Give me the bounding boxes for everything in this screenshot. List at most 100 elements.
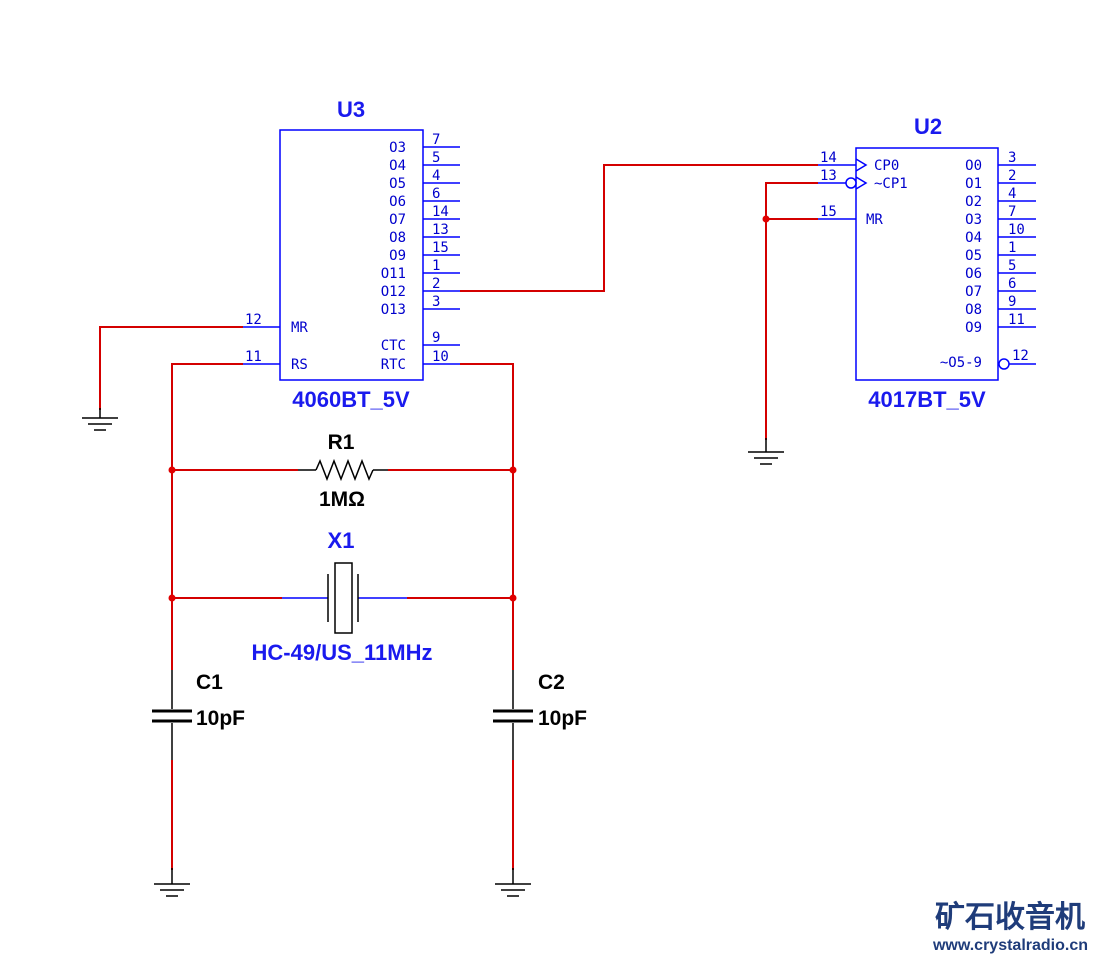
u3-pin-name: O13 <box>381 302 406 318</box>
u2-pin-number: 6 <box>1008 276 1016 292</box>
u3-body <box>279 129 424 381</box>
u2-pin-name: O9 <box>965 320 982 336</box>
u2-pin-name: O7 <box>965 284 982 300</box>
u2-pin-name: O8 <box>965 302 982 318</box>
u2-pin-name: O3 <box>965 212 982 228</box>
u2-pin-number: 2 <box>1008 168 1016 184</box>
u3-pin-number: 5 <box>432 150 440 166</box>
u3-ref-label: U3 <box>337 97 365 122</box>
u2-pin-number: 13 <box>820 168 837 184</box>
c1-value-label: 10pF <box>196 707 245 730</box>
junction-dot <box>509 466 517 474</box>
u2-part-label: 4017BT_5V <box>868 387 986 412</box>
c1-ref-label: C1 <box>196 671 223 694</box>
u2-chip[interactable]: U2 CP0 ~CP1 MR O0 O1 O2 <box>818 114 1036 412</box>
ground-symbol-u2 <box>748 438 784 465</box>
c2-ref-label: C2 <box>538 671 565 694</box>
u2-ref-label: U2 <box>914 114 942 139</box>
u2-body <box>855 147 999 381</box>
u3-pin-name: RS <box>291 357 308 373</box>
watermark: 矿石收音机 www.crystalradio.cn <box>932 900 1088 954</box>
crystal-element-icon <box>334 562 353 634</box>
u2-pin-number: 11 <box>1008 312 1025 328</box>
u2-carry-inversion-bubble <box>998 358 1010 370</box>
u2-cp1-inversion-bubble <box>845 177 857 189</box>
junctions <box>168 215 770 602</box>
u3-pin-number: 3 <box>432 294 440 310</box>
u2-pin-name: ~O5-9 <box>940 355 982 371</box>
ground-symbol-u3-mr <box>82 408 118 431</box>
ground-symbol-c2 <box>495 868 531 897</box>
u2-pin-number: 9 <box>1008 294 1016 310</box>
u3-pin-number: 12 <box>245 312 262 328</box>
resistor-zigzag-icon <box>315 458 374 482</box>
wire-u2-cp1-ground <box>765 182 818 440</box>
junction-dot <box>168 594 176 602</box>
u2-pin-name: O2 <box>965 194 982 210</box>
u3-pin-name: O3 <box>389 140 406 156</box>
u3-pin-number: 14 <box>432 204 449 220</box>
c2-value-label: 10pF <box>538 707 587 730</box>
capacitor-c2[interactable]: C2 10pF <box>493 670 587 760</box>
r1-ref-label: R1 <box>328 431 355 454</box>
u2-pin-number: 1 <box>1008 240 1016 256</box>
junction-dot <box>168 466 176 474</box>
u2-pin-name: ~CP1 <box>874 176 908 192</box>
u3-pin-name: O5 <box>389 176 406 192</box>
wire-u3-mr-ground <box>99 326 243 410</box>
u2-pin-number: 5 <box>1008 258 1016 274</box>
u2-pin-name: O1 <box>965 176 982 192</box>
u3-pin-number: 6 <box>432 186 440 202</box>
u3-pin-number: 13 <box>432 222 449 238</box>
junction-dot <box>762 215 770 223</box>
u3-pin-number: 7 <box>432 132 440 148</box>
u2-pin-name: O5 <box>965 248 982 264</box>
u3-pin-number: 2 <box>432 276 440 292</box>
ground-symbol-c1 <box>154 868 190 897</box>
junction-dot <box>509 594 517 602</box>
x1-ref-label: X1 <box>328 528 355 553</box>
u3-pin-number: 1 <box>432 258 440 274</box>
capacitor-c1[interactable]: C1 10pF <box>152 670 245 760</box>
u2-pin-number: 10 <box>1008 222 1025 238</box>
crystal-x1[interactable]: X1 HC-49/US_11MHz <box>252 528 433 665</box>
u2-clock-marker <box>855 176 868 190</box>
u2-pin-number: 3 <box>1008 150 1016 166</box>
u3-pin-name: O7 <box>389 212 406 228</box>
u3-pin-name: RTC <box>381 357 406 373</box>
u3-pin-name: O4 <box>389 158 406 174</box>
u3-pin-name: O11 <box>381 266 406 282</box>
resistor-r1[interactable]: R1 1MΩ <box>298 431 388 511</box>
u3-pin-number: 15 <box>432 240 449 256</box>
u3-pin-number: 4 <box>432 168 440 184</box>
u2-pin-number: 14 <box>820 150 837 166</box>
u2-pin-name: MR <box>866 212 883 228</box>
u3-pin-name: O12 <box>381 284 406 300</box>
u2-pin-number: 12 <box>1012 348 1029 364</box>
u3-part-label: 4060BT_5V <box>292 387 410 412</box>
watermark-url: www.crystalradio.cn <box>932 937 1088 954</box>
x1-value-label: HC-49/US_11MHz <box>252 640 433 665</box>
u2-pin-name: O4 <box>965 230 982 246</box>
u3-pin-number: 9 <box>432 330 440 346</box>
u2-pin-name: O6 <box>965 266 982 282</box>
u2-output-pins <box>998 164 1036 365</box>
u3-chip[interactable]: U3 O3 O4 O5 O6 O7 O8 O9 O11 O12 O1 <box>243 97 460 412</box>
u3-pin-number: 10 <box>432 349 449 365</box>
u3-pin-name: O6 <box>389 194 406 210</box>
wire-u3-rtc-right-rail <box>460 363 514 670</box>
u3-pin-number: 11 <box>245 349 262 365</box>
u2-pin-number: 7 <box>1008 204 1016 220</box>
u3-pin-name: O9 <box>389 248 406 264</box>
u3-output-pins <box>423 146 460 365</box>
wires <box>99 164 818 870</box>
u3-pin-name: MR <box>291 320 308 336</box>
wire-o12-to-cp0 <box>460 164 818 292</box>
u2-pin-number: 4 <box>1008 186 1016 202</box>
r1-value-label: 1MΩ <box>319 488 365 511</box>
u2-pin-name: CP0 <box>874 158 899 174</box>
u2-pin-number: 15 <box>820 204 837 220</box>
u2-pin-name: O0 <box>965 158 982 174</box>
wire-u3-rs-left-rail <box>171 363 243 670</box>
